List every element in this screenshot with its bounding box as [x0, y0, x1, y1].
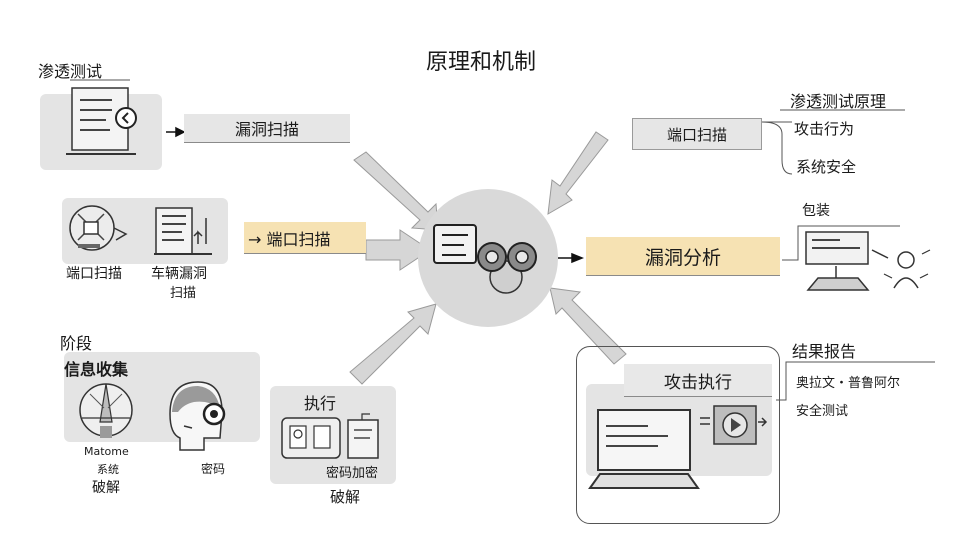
left-top-heading: 渗透测试	[38, 62, 103, 81]
compass-icon	[79, 383, 133, 438]
port-scan-icon	[69, 205, 128, 251]
principle-heading: 渗透测试原理	[790, 92, 887, 111]
attack-execution-label: 攻击执行	[624, 364, 772, 397]
vehicle-scan-caption-2: 扫描	[170, 286, 197, 301]
system-security-label: 系统安全	[796, 158, 857, 176]
arrow-from-attack	[549, 287, 627, 365]
monitor-document-icon	[66, 87, 137, 155]
connector-report	[776, 361, 935, 401]
crack-caption: 破解	[330, 488, 361, 506]
connector-package	[782, 225, 900, 261]
port-scan-arrow-label: → 端口扫描	[244, 222, 366, 254]
hacker-avatar-icon	[169, 381, 226, 451]
hub-gears-icon	[433, 224, 537, 294]
report-item-1: 奥拉文・普鲁阿尔	[796, 376, 901, 391]
attack-execution-frame	[576, 346, 780, 524]
laptop-icon	[588, 409, 700, 489]
report-item-2: 安全测试	[796, 404, 849, 419]
vehicle-scan-icon	[154, 207, 212, 255]
info-gathering-heading: 信息收集	[64, 360, 129, 379]
page-title: 原理和机制	[425, 50, 536, 75]
execute-target-icon	[700, 405, 768, 445]
package-label: 包装	[802, 203, 830, 219]
vehicle-scan-caption-1: 车辆漏洞	[151, 266, 207, 282]
attack-behavior-label: 攻击行为	[794, 120, 855, 138]
vuln-scan-label: 漏洞扫描	[184, 114, 350, 143]
matome-caption-1: Matome	[84, 445, 129, 458]
matome-caption-3: 破解	[92, 480, 120, 496]
arrow-from-port-scan	[365, 229, 431, 271]
principle-port-scan-box: 端口扫描	[632, 118, 762, 150]
encryption-icon	[281, 413, 379, 459]
report-heading: 结果报告	[792, 342, 857, 361]
stage-heading: 阶段	[60, 334, 93, 353]
encryption-caption: 密码加密	[326, 466, 379, 481]
presentation-icon	[805, 231, 931, 291]
vuln-analysis-box: 漏洞分析	[586, 237, 780, 276]
arrow-from-exec	[349, 303, 437, 385]
execution-heading: 执行	[304, 394, 337, 413]
connector-principle	[761, 121, 793, 175]
password-caption: 密码	[201, 462, 226, 476]
matome-caption-2: 系统	[97, 463, 119, 476]
port-scan-caption: 端口扫描	[66, 266, 122, 282]
arrow-from-principle	[547, 131, 609, 215]
